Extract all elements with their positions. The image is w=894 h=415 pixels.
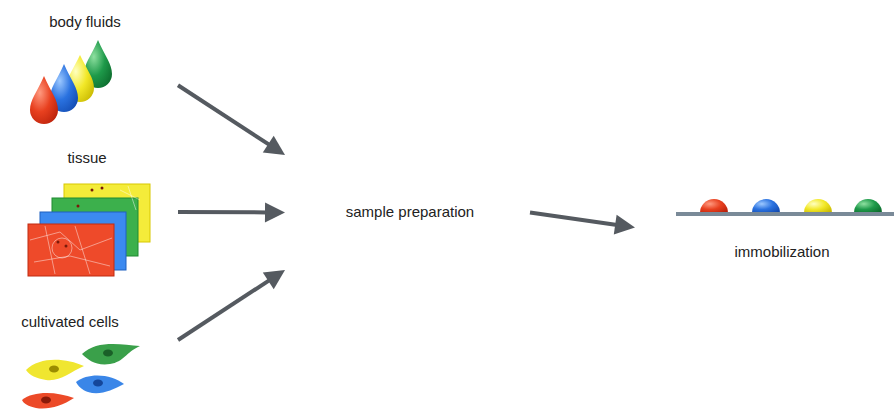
source-tissue: tissue [20,148,178,280]
tissue-texture [30,186,140,274]
red-sheet [28,224,114,276]
result-step: immobilization [635,185,890,270]
surface-bar [676,212,894,216]
source-body-fluids: body fluids [20,8,178,120]
red-cell [22,393,74,409]
droplets [30,40,112,124]
node-label: tissue [67,149,106,167]
arrow-shaft [178,280,270,340]
flow-arrow [530,213,635,235]
green-ball [854,199,882,213]
arrowhead [263,270,285,289]
arrow-shaft [178,210,267,214]
green-cell [82,344,140,364]
blue-ball [752,199,780,213]
yellow-ball [804,199,832,213]
flow-arrow [178,270,285,340]
arrowhead [614,215,635,235]
immobilization-surface [676,199,894,216]
cells [22,344,140,409]
source-cells: cultivated cells [5,312,178,412]
blue-cell [76,375,124,393]
flow-arrow [178,202,285,222]
node-label: body fluids [49,13,121,31]
tissue-dots [57,187,104,248]
tissue-sheets [28,184,150,276]
red-drop [30,76,58,124]
red-ball [700,199,728,213]
arrow-shaft [530,213,617,225]
arrowhead [265,202,285,222]
arrowhead [263,136,285,155]
node-label: sample preparation [346,203,474,221]
arrow-shaft [178,85,270,145]
node-label: immobilization [734,243,829,261]
yellow-cell [26,360,84,381]
flow-arrow [178,85,285,155]
node-label: cultivated cells [21,313,119,331]
process-step: sample preparation [285,150,530,275]
